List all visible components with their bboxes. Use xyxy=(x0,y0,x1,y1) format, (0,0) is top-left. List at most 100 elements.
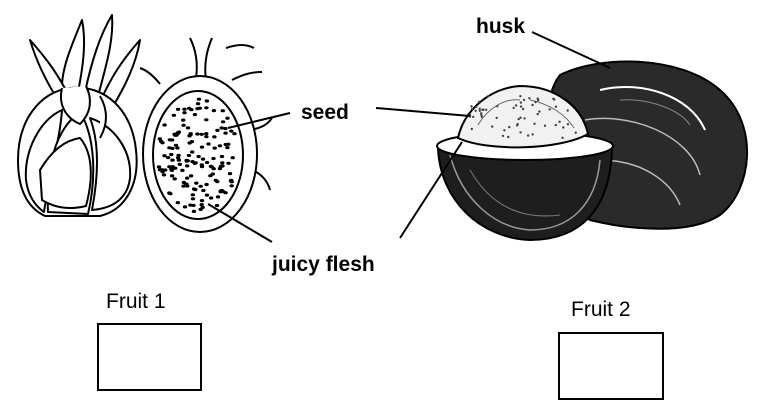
meat-texture-dot xyxy=(537,97,539,99)
meat-texture-dot xyxy=(544,125,546,127)
seed-dot xyxy=(181,119,185,122)
seed-dot xyxy=(201,189,205,192)
seed-dot xyxy=(204,106,208,109)
seed-dot xyxy=(185,177,189,180)
seed-dot xyxy=(170,159,174,162)
seed-dot xyxy=(185,160,189,163)
seed-dot xyxy=(220,161,224,164)
husk-label: husk xyxy=(476,16,525,37)
seed-dot xyxy=(194,182,198,185)
seed-dot xyxy=(231,156,235,159)
seed-dot xyxy=(195,107,199,110)
meat-texture-dot xyxy=(496,117,498,119)
meat-texture-dot xyxy=(561,137,563,139)
seed-dot xyxy=(196,155,200,158)
seed-dot xyxy=(205,194,209,197)
meat-texture-dot xyxy=(520,105,522,107)
seed-dot xyxy=(184,183,188,186)
meat-texture-dot xyxy=(538,110,540,112)
meat-texture-dot xyxy=(553,98,555,100)
seed-dot xyxy=(220,155,224,158)
seed-dot xyxy=(175,146,179,149)
seed-dot xyxy=(201,158,205,161)
seed-label: seed xyxy=(301,102,349,123)
seed-dot xyxy=(168,138,172,141)
seed-dot xyxy=(221,120,225,123)
seed-dot xyxy=(189,132,193,135)
meat-texture-dot xyxy=(515,104,517,106)
seed-dot xyxy=(223,191,227,194)
meat-texture-dot xyxy=(478,101,480,103)
seed-dot xyxy=(170,169,174,172)
seed-dot xyxy=(204,132,208,135)
seed-dot xyxy=(172,114,176,117)
seed-dot xyxy=(189,174,193,177)
seed-dot xyxy=(167,165,171,168)
seed-dot xyxy=(200,146,204,149)
seed-dot xyxy=(200,163,204,166)
seed-dot xyxy=(215,204,219,207)
meat-texture-dot xyxy=(523,117,525,119)
seed-pointer-coconut xyxy=(376,108,470,116)
seed-dot xyxy=(204,183,208,186)
seed-dot xyxy=(200,203,204,206)
seed-dot xyxy=(162,154,166,157)
meat-texture-dot xyxy=(485,109,487,111)
seed-dot xyxy=(221,109,225,112)
seed-dot xyxy=(209,196,213,199)
seed-dot xyxy=(199,185,203,188)
seed-dot xyxy=(200,206,204,209)
fruit-1-answer-box[interactable] xyxy=(97,323,202,391)
meat-texture-dot xyxy=(527,134,529,136)
seed-dot xyxy=(173,177,177,180)
meat-texture-dot xyxy=(555,124,557,126)
seed-dot xyxy=(162,123,166,126)
seed-dot xyxy=(187,141,191,144)
seed-dot xyxy=(180,169,184,172)
fruit-1-label: Fruit 1 xyxy=(106,291,166,312)
meat-texture-dot xyxy=(475,106,477,108)
meat-texture-dot xyxy=(470,105,472,107)
seed-dot xyxy=(176,108,180,111)
seed-dot xyxy=(213,147,217,150)
seed-dot xyxy=(229,179,233,182)
seed-dot xyxy=(195,132,199,135)
meat-texture-dot xyxy=(520,101,522,103)
husk-pointer xyxy=(532,32,610,68)
meat-texture-dot xyxy=(523,99,525,101)
meat-texture-dot xyxy=(549,108,551,110)
seed-dot xyxy=(204,118,208,121)
seed-dot xyxy=(205,99,209,102)
meat-texture-dot xyxy=(531,104,533,106)
fruit-2-answer-box[interactable] xyxy=(558,332,664,400)
seed-dot xyxy=(182,111,186,114)
meat-texture-dot xyxy=(491,125,493,127)
meat-texture-dot xyxy=(503,129,505,131)
seed-dot xyxy=(170,174,174,177)
meat-texture-dot xyxy=(471,128,473,130)
meat-texture-dot xyxy=(532,133,534,135)
seed-dot xyxy=(215,129,219,132)
seed-dot xyxy=(187,154,191,157)
seed-dot xyxy=(181,124,185,127)
seed-dot xyxy=(191,193,195,196)
dragon-fruit-whole xyxy=(18,15,140,216)
seed-dot xyxy=(223,132,227,135)
seed-dot xyxy=(168,192,172,195)
seed-dot xyxy=(230,184,234,187)
seed-dot xyxy=(220,126,224,129)
meat-texture-dot xyxy=(575,132,577,134)
meat-texture-dot xyxy=(558,121,560,123)
coconut xyxy=(437,61,747,240)
seed-dot xyxy=(225,117,229,120)
seed-dot xyxy=(208,174,212,177)
seed-dot xyxy=(226,162,230,165)
meat-texture-dot xyxy=(471,108,473,110)
meat-texture-dot xyxy=(474,110,476,112)
meat-texture-dot xyxy=(537,113,539,115)
meat-texture-dot xyxy=(502,135,504,137)
seed-dot xyxy=(192,187,196,190)
meat-texture-dot xyxy=(496,105,498,107)
meat-texture-dot xyxy=(519,131,521,133)
seed-dot xyxy=(228,172,232,175)
